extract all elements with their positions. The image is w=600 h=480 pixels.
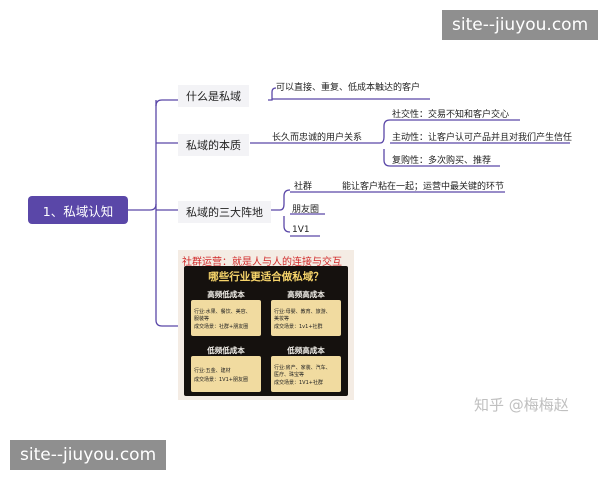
connector-branch1-note [268,87,277,101]
quadrant-line: 服装等 [194,316,210,322]
quadrant-line: 美妆等 [274,316,290,322]
connector-to-infographic [155,319,178,327]
quadrant-line: 医疗、珠宝等 [274,372,305,378]
branch-2-note: 长久而忠诚的用户关系 [272,133,363,143]
infographic-panel: 哪些行业更适合做私域？ 高频低成本 行业:水果、餐饮、美容、 服装等 成交场景：… [184,266,348,396]
watermark-top: site--jiuyou.com [442,10,599,40]
root-node[interactable]: 1、私域认知 [28,196,128,224]
position-community-note: 能让客户粘在一起；运营中最关键的环节 [342,182,505,192]
quadrant-line: 成交场景：1V1+朋友圈 [194,377,248,383]
quadrant-title: 高频高成本 [287,290,325,299]
branch-1-note: 可以直接、重复、低成本触达的客户 [276,83,421,93]
quadrant-title: 低频低成本 [207,346,245,355]
quadrant-line: 成交场景：社群+朋友圈 [194,324,249,330]
infographic-image: 社群运营：就是人与人的连接与交互 哪些行业更适合做私域？ 高频低成本 行业:水果… [178,250,354,400]
connector-branch3-items [270,189,291,233]
branch-essence[interactable]: 私域的本质 [178,134,249,156]
quadrant-title: 高频低成本 [207,290,245,299]
position-community[interactable]: 社群 [294,182,313,192]
position-moments[interactable]: 朋友圈 [292,205,320,215]
quadrant-low-freq-low-cost: 低频低成本 行业:五金、建材 成交场景：1V1+朋友圈 [187,344,265,394]
quadrant-low-freq-high-cost: 低频高成本 行业:房产、家装、汽车、 医疗、珠宝等 成交场景：1V1+社群 [267,344,345,394]
infographic-caption: 社群运营：就是人与人的连接与交互 [182,257,342,268]
quadrant-high-freq-high-cost: 高频高成本 行业:母婴、教育、旅游、 美妆等 成交场景：1v1+社群 [267,288,345,338]
connector-to-branch-1 [149,99,178,211]
infographic-title: 哪些行业更适合做私域？ [208,271,324,283]
essence-detail-proactive: 主动性：让客户认可产品并且对我们产生信任 [392,133,573,143]
essence-detail-repurchase: 复购性：多次购买、推荐 [392,156,492,166]
quadrant-line: 行业:水果、餐饮、美容、 [194,309,251,315]
quadrant-title: 低频高成本 [287,346,325,355]
essence-detail-social: 社交性：交易不知和客户交心 [392,110,510,120]
quadrant-line: 成交场景：1v1+社群 [274,324,323,330]
quadrant-high-freq-low-cost: 高频低成本 行业:水果、餐饮、美容、 服装等 成交场景：社群+朋友圈 [187,288,265,338]
quadrant-box: 行业:水果、餐饮、美容、 服装等 成交场景：社群+朋友圈 [191,300,261,336]
branch-three-positions[interactable]: 私域的三大阵地 [178,201,271,223]
quadrant-line: 行业:五金、建材 [194,368,231,374]
quadrant-line: 成交场景：1V1+社群 [274,380,323,386]
watermark-bottom: site--jiuyou.com [10,440,167,470]
quadrant-line: 行业:房产、家装、汽车、 [274,365,331,371]
branch-what-is-private-domain[interactable]: 什么是私域 [178,85,249,107]
connector-branch2-details [379,119,391,167]
position-1v1[interactable]: 1V1 [292,225,310,235]
quadrant-box: 行业:房产、家装、汽车、 医疗、珠宝等 成交场景：1V1+社群 [271,356,341,392]
quadrant-line: 行业:母婴、教育、旅游、 [274,309,331,315]
zhihu-author-watermark: 知乎 @梅梅赵 [474,396,569,414]
quadrant-box: 行业:五金、建材 成交场景：1V1+朋友圈 [191,356,261,392]
quadrant-box: 行业:母婴、教育、旅游、 美妆等 成交场景：1v1+社群 [271,300,341,336]
